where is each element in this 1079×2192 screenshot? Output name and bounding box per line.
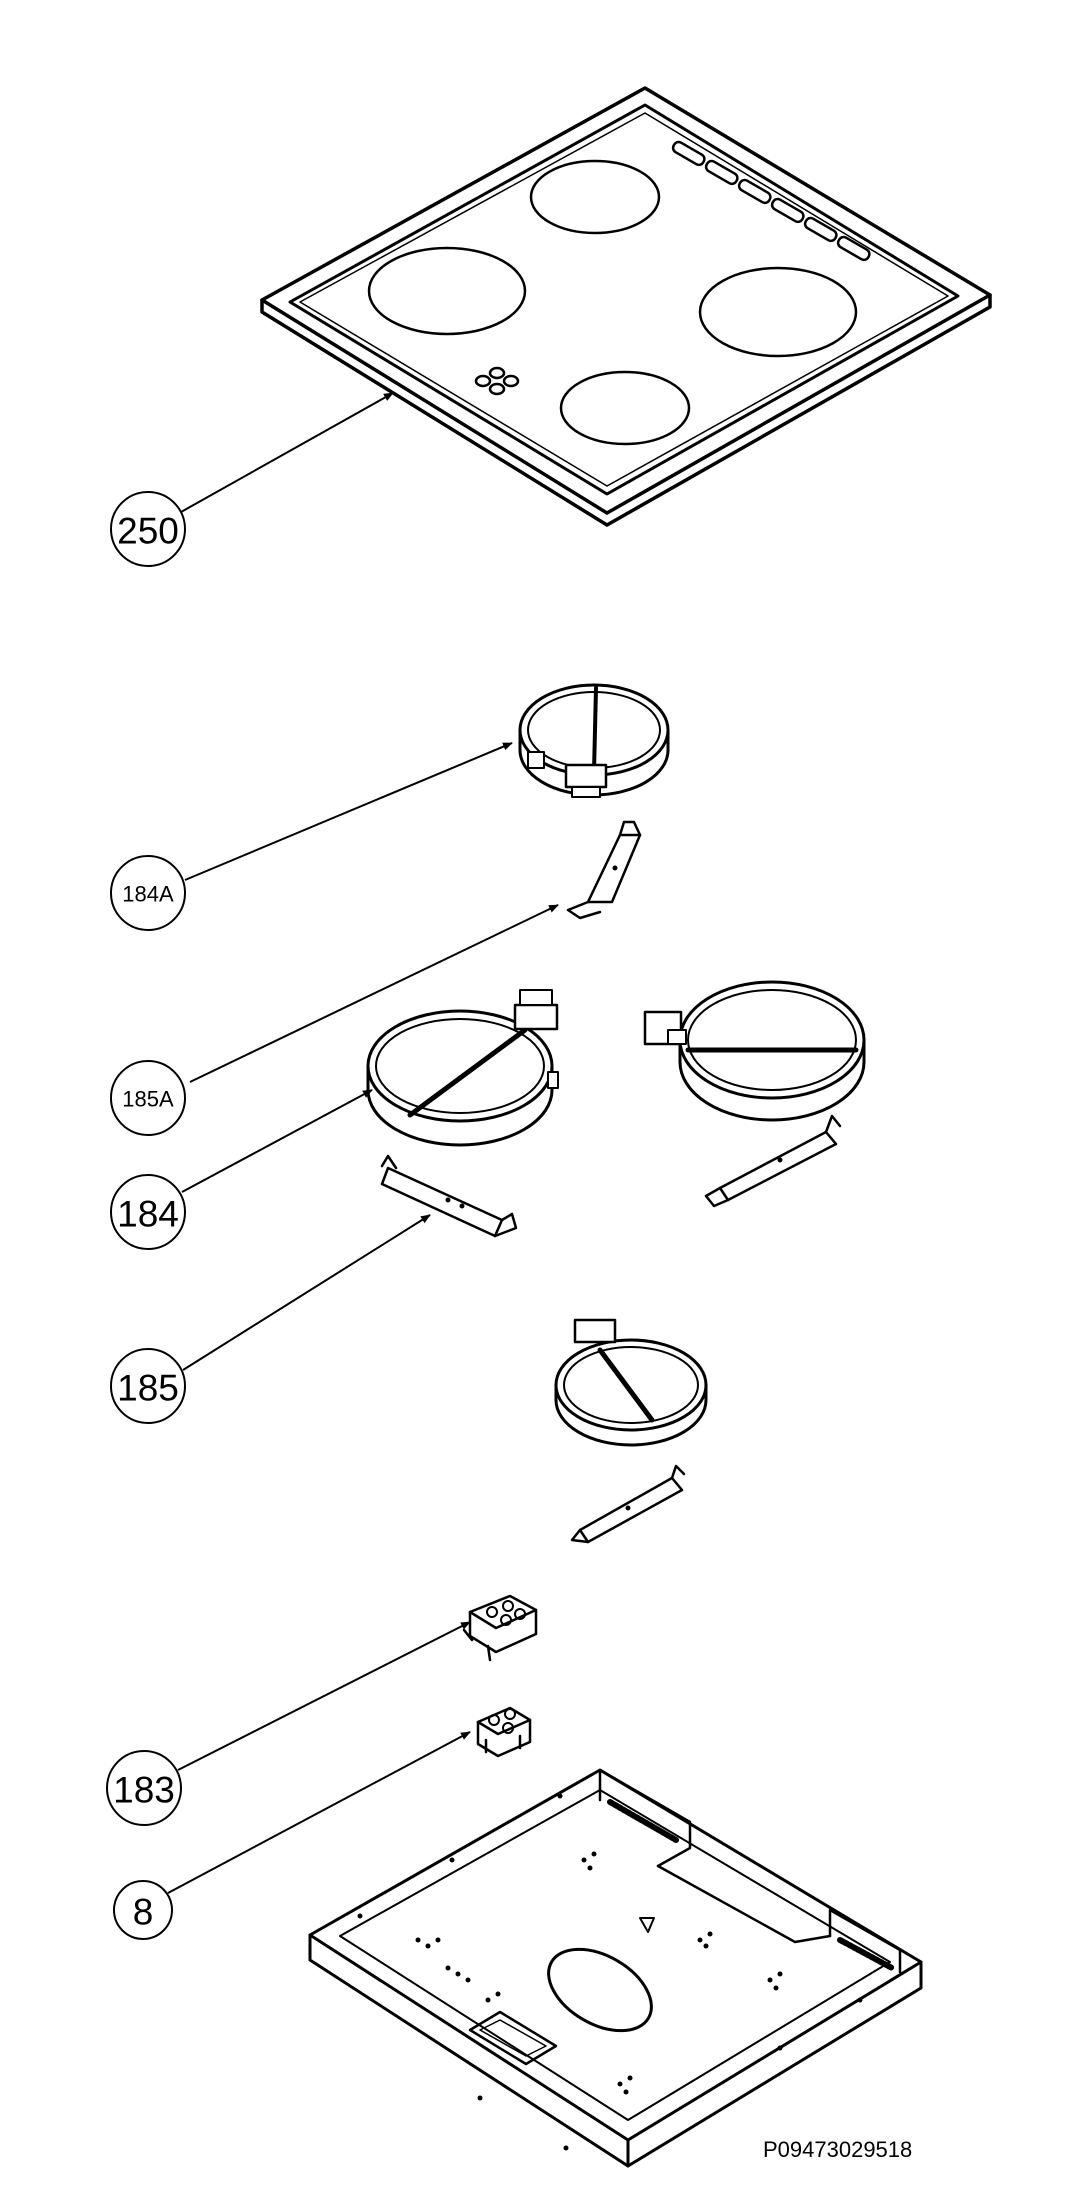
callout-label-183: 183	[113, 1770, 175, 1811]
heating-element-bottom	[554, 1318, 708, 1447]
bracket-bottom	[570, 1464, 686, 1544]
connector-8	[476, 1706, 532, 1758]
callout-label-250: 250	[117, 511, 179, 552]
callout-185a: 185A	[110, 1060, 186, 1136]
callout-183: 183	[106, 1750, 182, 1826]
tray-holes	[357, 1793, 863, 2151]
heating-element-right	[643, 980, 866, 1122]
heating-element-184-left	[366, 989, 559, 1147]
bracket-185-right	[704, 1114, 842, 1208]
terminal-block-183	[462, 1594, 538, 1662]
leader-lines	[167, 392, 559, 1894]
reference-code: P09473029518	[763, 2137, 912, 2162]
bottom-tray	[308, 1768, 923, 2168]
bracket-185-left	[380, 1154, 518, 1238]
callout-185: 185	[110, 1348, 186, 1424]
callout-184: 184	[110, 1174, 186, 1250]
callout-label-184: 184	[117, 1194, 179, 1235]
callout-label-185: 185	[117, 1368, 179, 1409]
callout-label-185a: 185A	[122, 1087, 174, 1112]
callout-label-184a: 184A	[122, 882, 174, 907]
callout-250: 250	[110, 491, 186, 567]
hob-top-part	[260, 86, 992, 527]
bracket-185a	[566, 820, 642, 920]
callout-8: 8	[113, 1880, 173, 1940]
heating-element-184a	[518, 683, 670, 798]
callout-label-8: 8	[133, 1892, 154, 1933]
callout-184a: 184A	[110, 855, 186, 931]
